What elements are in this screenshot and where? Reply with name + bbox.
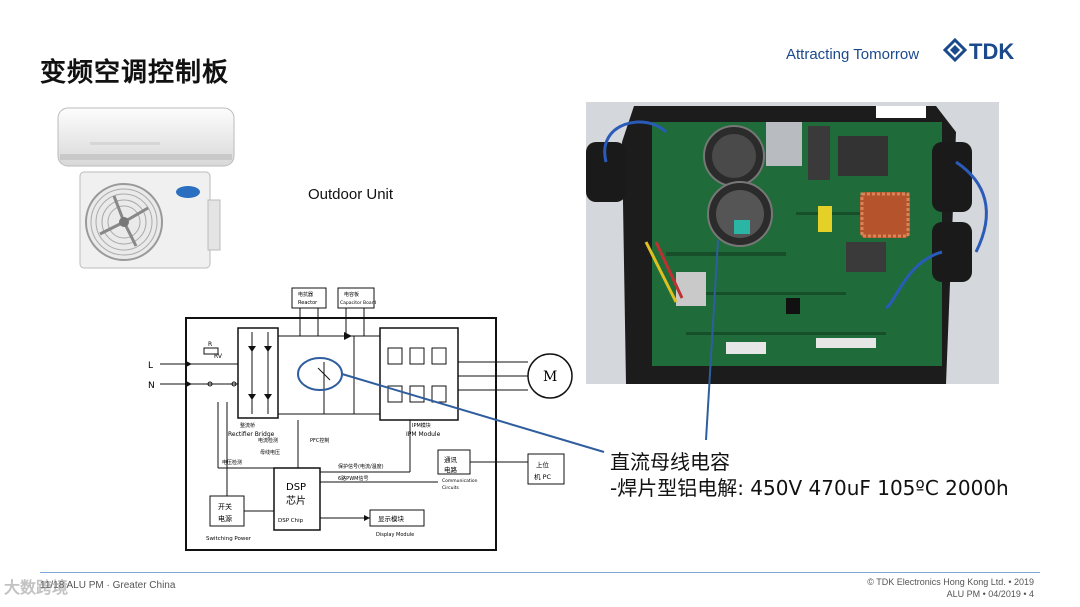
label-r: R [208, 341, 212, 348]
switch-en: Switching Power [206, 536, 252, 542]
tdk-emblem-icon [943, 38, 968, 63]
display-cn: 显示模块 [378, 514, 405, 523]
annotation-title: 直流母线电容 [610, 450, 730, 474]
footer-left: 11/18 ALU PM · Greater China [40, 580, 176, 591]
comm-cn1: 通讯 [444, 455, 458, 464]
pc-cn2: 机 PC [534, 472, 551, 481]
outdoor-unit-label: Outdoor Unit [308, 186, 394, 203]
switch-cn1: 开关 [218, 502, 232, 511]
slogan: Attracting Tomorrow [786, 46, 920, 63]
comm-cn2: 电路 [444, 465, 458, 474]
current-label: 电流检测 [258, 437, 278, 444]
motor-label: M [543, 369, 557, 385]
bus-label: 母线电压 [260, 449, 280, 456]
ipm-transistors [387, 347, 447, 403]
comm-en1: Communication [442, 478, 478, 484]
logo-text: TDK [969, 39, 1014, 64]
rectifier-en: Rectifier Bridge [228, 431, 275, 438]
reactor-en: Reactor [298, 300, 318, 306]
voltage-label: 电压检测 [222, 459, 242, 466]
slide-title: 变频空调控制板 [40, 58, 230, 88]
protect-label: 保护信号(电流/温度) [338, 463, 384, 470]
rectifier-cn: 整流桥 [240, 422, 255, 429]
capacitor-cn: 电容板 [344, 291, 359, 298]
air-conditioner-image [57, 107, 235, 269]
ipm-en: IPM Module [406, 431, 441, 438]
input-N: N [148, 381, 155, 391]
reactor-cn: 电抗器 [298, 291, 313, 298]
pwm-label: 6路PWM信号 [338, 475, 368, 482]
comm-en2: Circuits [442, 485, 459, 491]
pc-cn1: 上位 [536, 460, 550, 469]
footer-divider [40, 572, 1040, 573]
annotation-spec: -焊片型铝电解: 450V 470uF 105ºC 2000h [610, 476, 1009, 500]
label-rv: RV [214, 353, 223, 360]
footer-page-info: ALU PM • 04/2019 • 4 [946, 589, 1034, 599]
dsp-cn2: 芯片 [286, 494, 306, 507]
dsp-cn1: DSP [286, 482, 306, 493]
input-L: L [148, 361, 153, 371]
tdk-logo: TDK [943, 38, 1014, 64]
display-en: Display Module [376, 532, 414, 538]
ipm-cn: IPM模块 [412, 422, 431, 429]
highlight-ellipse [297, 357, 343, 391]
pfc-label: PFC控制 [310, 437, 329, 444]
watermark: 大数跨境 [4, 578, 69, 597]
block-diagram: L N R RV 整流桥 Rectifier Bridge 电抗器 Reacto… [148, 287, 573, 551]
footer-copyright: © TDK Electronics Hong Kong Ltd. • 2019 [867, 577, 1034, 587]
pcb-image [586, 102, 999, 384]
switch-cn2: 电源 [218, 514, 232, 523]
dsp-en: DSP Chip [278, 518, 304, 524]
capacitor-en: Capacitor Board [340, 300, 376, 306]
